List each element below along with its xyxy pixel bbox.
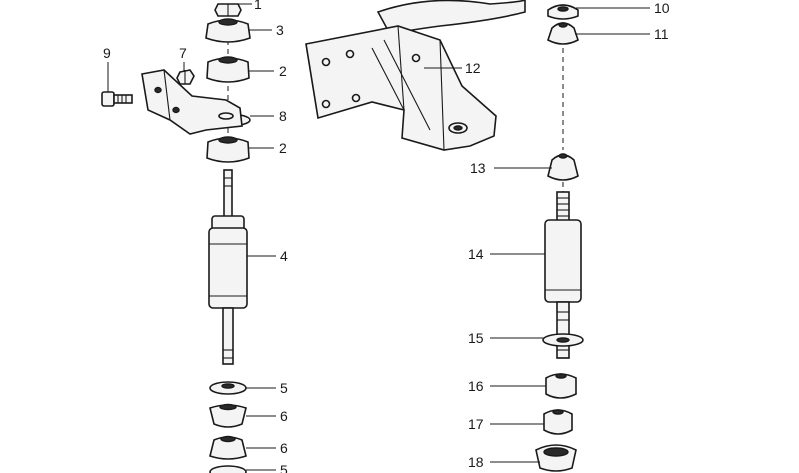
callout-8: 8 [279, 108, 287, 124]
callout-2-lower: 2 [279, 140, 287, 156]
callout-labels: 1 3 2 8 2 4 5 6 6 5 7 9 12 10 11 13 14 1… [103, 0, 670, 473]
callout-6-lower: 6 [280, 440, 288, 456]
lower-washer [209, 381, 247, 395]
callout-6-upper: 6 [280, 408, 288, 424]
callout-15: 15 [468, 330, 484, 346]
rubber-bushing-top-right [547, 153, 579, 181]
callout-7: 7 [179, 45, 187, 61]
top-cap-washer [547, 4, 579, 20]
flat-washer [542, 333, 584, 347]
callout-1: 1 [254, 0, 262, 12]
callout-2-upper: 2 [279, 63, 287, 79]
rubber-bushing-top [205, 18, 251, 43]
callout-14: 14 [468, 246, 484, 262]
rubber-bushing-mid-right [545, 373, 577, 399]
callout-12: 12 [465, 60, 481, 76]
right-shock-assembly [535, 4, 584, 472]
callout-4: 4 [280, 248, 288, 264]
shock-absorber-body [208, 169, 248, 365]
left-shock-assembly [205, 3, 251, 473]
callout-5-lower: 5 [280, 462, 288, 473]
callout-5-upper: 5 [280, 380, 288, 396]
bolt [101, 91, 133, 107]
callout-10: 10 [654, 0, 670, 16]
rubber-bushing-low-right [543, 409, 573, 435]
callout-3: 3 [276, 22, 284, 38]
rubber-bushing-upper [206, 56, 250, 83]
bottom-washer [209, 465, 247, 473]
callout-17: 17 [468, 416, 484, 432]
small-nut [176, 69, 195, 85]
callout-18: 18 [468, 454, 484, 470]
cup-bushing-lower [209, 435, 247, 460]
shock-absorber-right [544, 191, 582, 359]
leader-lines [107, 3, 650, 471]
top-nut [214, 3, 242, 17]
callout-11: 11 [654, 26, 669, 42]
cup-bushing-upper [209, 403, 247, 428]
callout-9: 9 [103, 45, 111, 61]
mounting-bracket [141, 69, 243, 135]
rubber-bushing-cone [547, 22, 579, 45]
rubber-bushing-lower [206, 136, 250, 163]
callout-16: 16 [468, 378, 484, 394]
callout-13: 13 [470, 160, 486, 176]
body-mount-bracket [305, 0, 526, 151]
cup-bushing-right [535, 444, 577, 472]
